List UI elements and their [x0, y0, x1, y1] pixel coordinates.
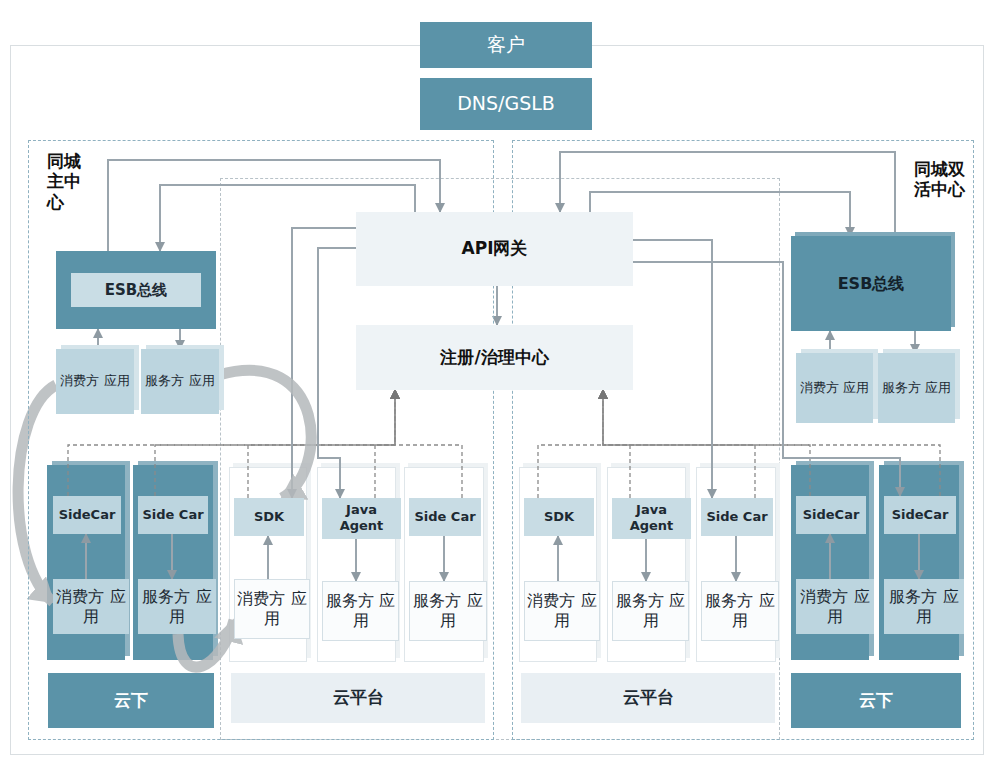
process-box: ESB总线 — [56, 251, 216, 329]
region-heading: 同城主中心 — [47, 151, 84, 212]
box-label: Side Car — [414, 509, 475, 525]
box-label: 消费方 应用 — [53, 587, 129, 627]
box-label: 消费方 应用 — [60, 373, 129, 389]
process-box: 服务方 应用 — [409, 581, 487, 641]
process-box: 云下 — [791, 673, 961, 728]
box-label: 消费方 应用 — [235, 589, 309, 629]
registry-connector — [603, 390, 755, 498]
box-label: 服务方 应用 — [323, 591, 398, 631]
process-box: ESB总线 — [791, 236, 951, 331]
process-box: 服务方 应用 — [878, 353, 955, 423]
call-connector — [829, 534, 831, 579]
process-box: 云下 — [48, 673, 214, 728]
process-box: SideCar — [53, 496, 121, 534]
call-connector — [829, 331, 831, 353]
migration-arrow — [219, 370, 311, 498]
box-label: Java Agent — [322, 502, 401, 535]
box-label: Side Car — [706, 509, 767, 525]
registry-connector — [603, 390, 810, 496]
box-label: 服务方 应用 — [145, 373, 214, 389]
registry-connector — [538, 390, 603, 498]
process-box: 客户 — [420, 22, 592, 68]
call-connector — [633, 240, 712, 498]
box-label: 服务方 应用 — [410, 591, 486, 631]
call-connector — [85, 534, 87, 579]
process-box: 消费方 应用 — [796, 579, 874, 634]
call-connector — [918, 534, 920, 579]
migration-arrow — [18, 385, 56, 602]
call-connector — [443, 536, 445, 581]
process-box: 服务方 应用 — [138, 579, 216, 634]
box-label: 服务方 应用 — [882, 380, 951, 396]
box-label: 消费方 应用 — [800, 380, 869, 396]
process-box: 云平台 — [521, 673, 775, 723]
box-label: SDK — [254, 509, 284, 525]
process-box: 服务方 应用 — [141, 349, 219, 414]
process-box: 消费方 应用 — [796, 353, 873, 423]
box-label: 消费方 应用 — [796, 587, 874, 627]
registry-connector — [603, 390, 630, 498]
region-heading: 同城双活中心 — [914, 159, 970, 200]
box-label: 云平台 — [333, 687, 384, 708]
call-connector — [318, 248, 356, 498]
box-label: 云下 — [859, 690, 893, 711]
box-label: 云下 — [114, 690, 148, 711]
box-label: ESB总线 — [71, 273, 201, 308]
process-box: SDK — [524, 498, 594, 536]
box-label: 客户 — [487, 33, 525, 57]
box-label: SideCar — [59, 507, 116, 523]
registry-connector — [395, 390, 462, 498]
call-connector — [645, 539, 647, 582]
box-label: DNS/GSLB — [457, 92, 555, 116]
box-label: SideCar — [892, 507, 949, 523]
call-connector — [355, 539, 357, 582]
box-label: SDK — [544, 509, 574, 525]
process-box: Java Agent — [322, 498, 401, 539]
call-connector — [914, 331, 916, 353]
box-label: 注册/治理中心 — [440, 347, 548, 368]
call-connector — [179, 329, 181, 349]
process-box: Side Car — [409, 498, 481, 536]
box-label: 服务方 应用 — [884, 587, 964, 627]
box-label: Java Agent — [612, 502, 691, 535]
process-box: 服务方 应用 — [612, 581, 689, 641]
call-connector — [171, 534, 173, 579]
process-box: API网关 — [356, 212, 633, 286]
call-connector — [557, 536, 559, 581]
process-box: Side Car — [701, 498, 773, 536]
process-box: SDK — [234, 498, 304, 536]
registry-connector — [248, 390, 395, 498]
process-box: 注册/治理中心 — [356, 325, 633, 390]
box-label: 服务方 应用 — [138, 587, 216, 627]
registry-connector — [375, 390, 395, 498]
process-box: 消费方 应用 — [524, 581, 600, 641]
process-box: DNS/GSLB — [420, 78, 592, 130]
call-connector — [97, 329, 99, 349]
call-connector — [496, 286, 498, 325]
process-box: 消费方 应用 — [53, 579, 129, 634]
box-label: ESB总线 — [838, 274, 905, 294]
box-label: SideCar — [803, 507, 860, 523]
process-box: 消费方 应用 — [56, 349, 134, 414]
process-box: Side Car — [138, 496, 208, 534]
process-box: Java Agent — [612, 498, 691, 539]
box-label: 云平台 — [623, 687, 674, 708]
process-box: 云平台 — [231, 673, 485, 723]
call-connector — [735, 536, 737, 581]
box-label: 服务方 应用 — [613, 591, 688, 631]
call-connector — [292, 228, 356, 498]
process-box: 服务方 应用 — [884, 579, 964, 634]
process-box: 服务方 应用 — [701, 581, 779, 641]
box-label: 消费方 应用 — [525, 591, 599, 631]
process-box: SideCar — [884, 496, 956, 534]
call-connector — [267, 536, 269, 579]
box-label: API网关 — [462, 238, 528, 259]
box-label: Side Car — [142, 507, 203, 523]
box-label: 服务方 应用 — [702, 591, 778, 631]
process-box: 消费方 应用 — [234, 579, 310, 639]
process-box: SideCar — [796, 496, 866, 534]
process-box: 服务方 应用 — [322, 581, 399, 641]
